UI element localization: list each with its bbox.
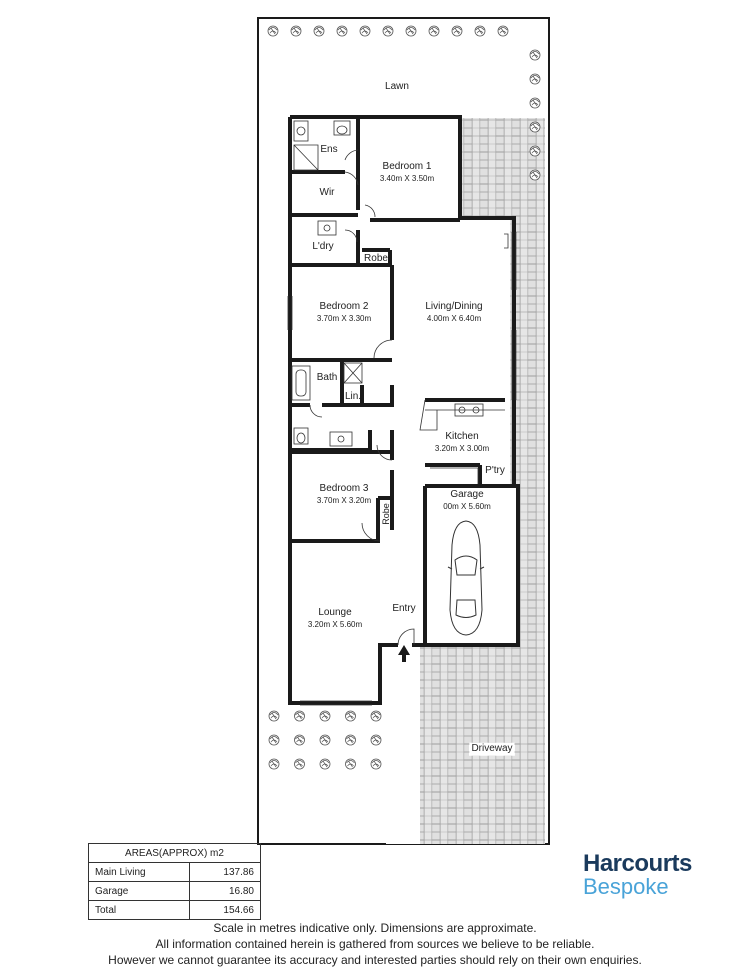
shrub-icon [451, 25, 463, 37]
label-laundry: L'dry [312, 240, 334, 252]
shrub-icon [294, 758, 305, 770]
shrub-icon [359, 25, 371, 37]
shrub-icon [428, 25, 440, 37]
shrub-icon [370, 710, 382, 722]
shrub-icon [268, 710, 280, 722]
shrub-icon [268, 734, 280, 746]
shrub-icon [474, 25, 486, 37]
walls [288, 115, 520, 705]
brand-subname: Bespoke [583, 874, 669, 899]
area-name: Garage [88, 881, 190, 901]
area-name: Main Living [88, 862, 190, 882]
label-wir: Wir [319, 186, 335, 198]
areas-header-row: AREAS(APPROX) m2 [88, 843, 261, 863]
shrub-icon [529, 145, 541, 157]
areas-table: AREAS(APPROX) m2 Main Living 137.86 Gara… [88, 843, 261, 920]
shrub-icon [529, 73, 541, 85]
shrub-icon [529, 97, 541, 109]
paving-garage-side [518, 488, 545, 645]
table-row: Garage 16.80 [88, 881, 261, 901]
areas-header: AREAS(APPROX) m2 [88, 843, 261, 863]
shrub-icon [319, 710, 331, 722]
shrub-icon [290, 25, 302, 37]
area-value: 16.80 [189, 881, 261, 901]
label-linen: Lin. [344, 390, 362, 402]
shrub-icon [345, 734, 356, 746]
fixtures [287, 120, 517, 706]
area-name: Total [88, 900, 190, 920]
shrub-icon [345, 710, 356, 722]
car-icon [447, 520, 485, 636]
label-pantry: P'try [485, 464, 505, 476]
shrub-icon [319, 758, 331, 770]
disclaimer-line-1: Scale in metres indicative only. Dimensi… [213, 921, 537, 935]
entry-arrow-icon [398, 645, 410, 662]
shrub-icon [405, 25, 417, 37]
paving-courtyard [460, 118, 545, 218]
shrub-icon [336, 25, 348, 37]
disclaimer-line-2: All information contained herein is gath… [155, 937, 595, 951]
shrub-icon [267, 25, 279, 37]
disclaimer: Scale in metres indicative only. Dimensi… [0, 920, 750, 968]
shrub-icon [529, 49, 541, 61]
shrub-icon [529, 121, 541, 133]
label-driveway: Driveway [469, 742, 515, 756]
shrub-icon [370, 734, 382, 746]
label-robe-side: Robe [381, 503, 391, 525]
shrub-icon [268, 758, 280, 770]
shrub-icon [529, 169, 541, 181]
label-robe-top: Robe [364, 252, 388, 264]
disclaimer-line-3: However we cannot guarantee its accuracy… [108, 953, 642, 967]
shrub-icon [294, 710, 305, 722]
table-row: Main Living 137.86 [88, 862, 261, 882]
area-value: 154.66 [189, 900, 261, 920]
area-value: 137.86 [189, 862, 261, 882]
label-bath: Bath [316, 371, 338, 383]
entry-path [386, 645, 420, 844]
shrub-icon [313, 25, 325, 37]
shrub-icon [319, 734, 331, 746]
label-lawn: Lawn [385, 80, 409, 92]
shrub-icon [294, 734, 305, 746]
shrub-icon [497, 25, 509, 37]
shrub-icon [382, 25, 394, 37]
label-ensuite: Ens [320, 143, 338, 155]
table-row: Total 154.66 [88, 900, 261, 920]
brand-name: Harcourts [583, 850, 692, 877]
shrub-icon [345, 758, 356, 770]
brand-logo: Harcourts Bespoke [583, 850, 692, 900]
shrub-icon [370, 758, 382, 770]
label-entry: Entry [392, 602, 416, 614]
